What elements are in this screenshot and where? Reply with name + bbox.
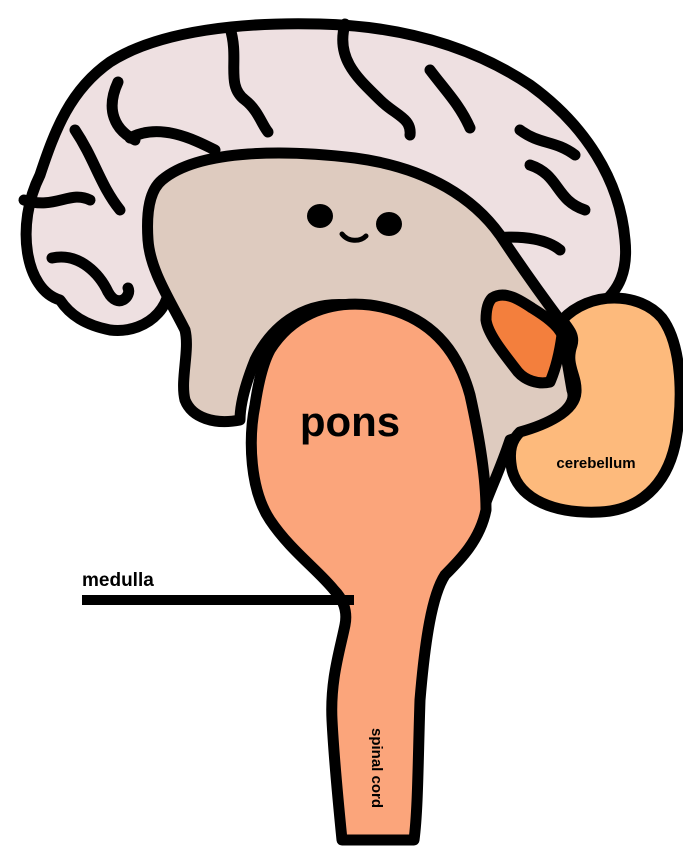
pons-label: pons xyxy=(300,398,400,445)
left-eye-icon xyxy=(307,204,333,228)
cerebellum-label: cerebellum xyxy=(556,455,635,472)
medulla-label: medulla xyxy=(82,570,154,591)
spinal-cord-label: spinal cord xyxy=(368,728,385,808)
right-eye-icon xyxy=(376,212,402,236)
